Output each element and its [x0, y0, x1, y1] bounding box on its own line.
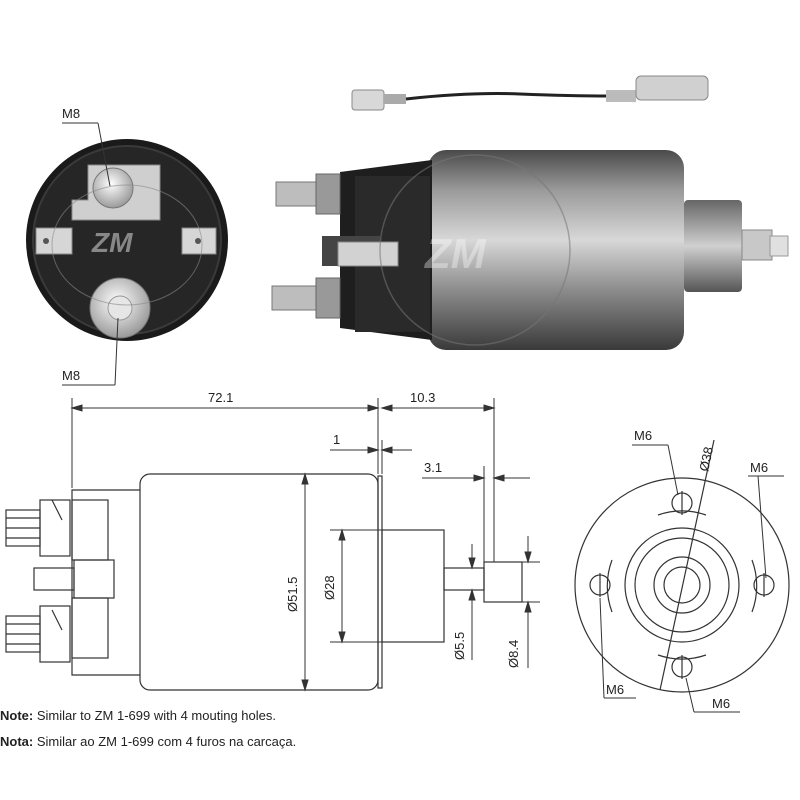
svg-text:ZM: ZM [91, 227, 133, 258]
note-english-prefix: Note: [0, 708, 34, 723]
end-view-photo: ZM [26, 139, 228, 341]
top-terminal-bolt [92, 167, 134, 209]
m8-bottom-label: M8 [62, 368, 80, 383]
dim-8-4 [522, 536, 540, 668]
dim-10-3-label: 10.3 [410, 390, 435, 405]
m6-top-label: M6 [634, 428, 652, 443]
end-drawing [574, 439, 790, 693]
dim-51-5 [301, 472, 309, 692]
side-drawing [5, 473, 523, 691]
m6-bottom-right-label: M6 [712, 696, 730, 711]
m6-bottom-left-label: M6 [606, 682, 624, 697]
note-portuguese-text: Similar ao ZM 1-699 com 4 furos na carca… [33, 734, 297, 749]
bolt-circle-label: Ø38 [696, 445, 716, 472]
note-english-text: Similar to ZM 1-699 with 4 mouting holes… [33, 708, 276, 723]
m6-right-label: M6 [750, 460, 768, 475]
side-view-photo: ZM [271, 75, 789, 350]
m8-top-label: M8 [62, 106, 80, 121]
note-portuguese: Nota: Similar ao ZM 1-699 com 4 furos na… [0, 734, 296, 749]
dim-1-label: 1 [333, 432, 340, 447]
dim-3-1 [422, 466, 530, 562]
dim-1 [330, 440, 412, 474]
dim-8-4-label: Ø8.4 [506, 640, 521, 668]
note-english: Note: Similar to ZM 1-699 with 4 mouting… [0, 708, 276, 723]
dim-10-3 [380, 398, 496, 562]
svg-text:ZM: ZM [424, 230, 487, 277]
m6-bottom-left-leader [599, 597, 605, 699]
m6-bottom-right-leader [685, 677, 695, 713]
dim-28-label: Ø28 [322, 575, 337, 600]
dim-5-5-label: Ø5.5 [452, 632, 467, 660]
dim-51-5-label: Ø51.5 [285, 577, 300, 612]
dim-5-5 [468, 544, 476, 660]
dim-28 [330, 528, 382, 644]
dim-72-1 [70, 398, 380, 488]
dim-3-1-label: 3.1 [424, 460, 442, 475]
dim-72-1-label: 72.1 [208, 390, 233, 405]
note-portuguese-prefix: Nota: [0, 734, 34, 749]
